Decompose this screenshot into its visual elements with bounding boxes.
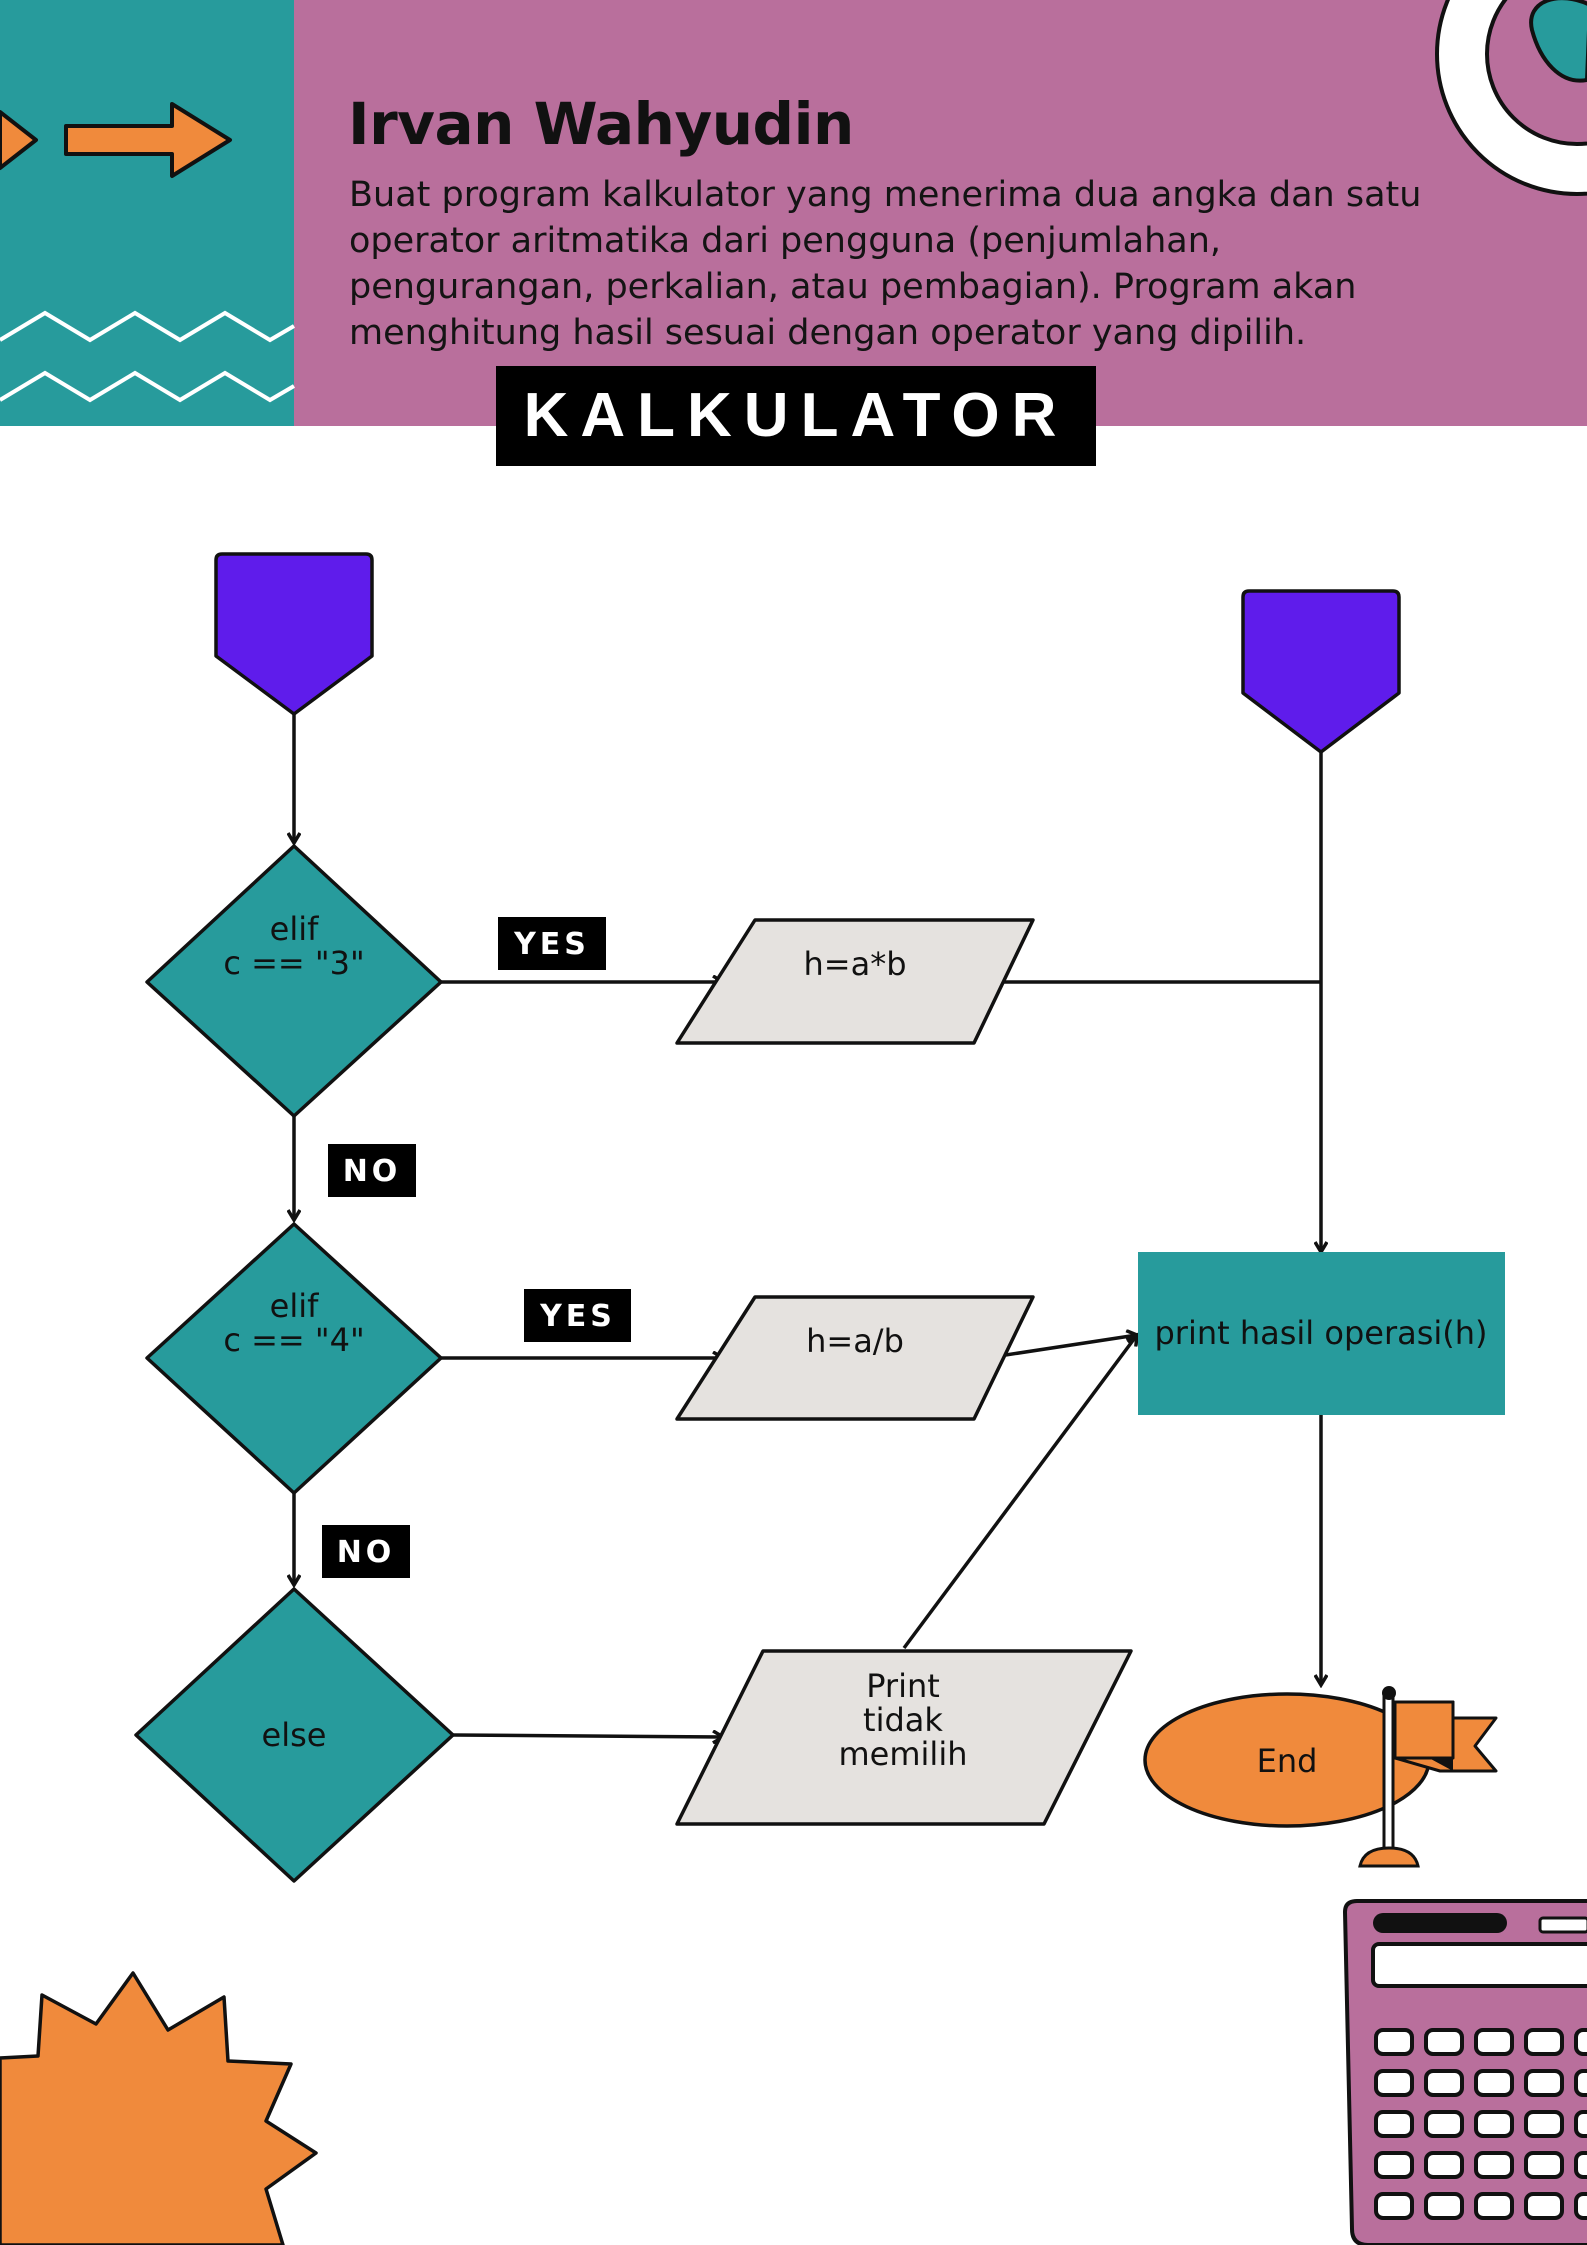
orange-arrow-icon <box>64 102 232 178</box>
process-else-label-line2: tidak <box>863 1701 943 1739</box>
page-title: KALKULATOR <box>496 366 1096 466</box>
label-no-div: NO <box>337 1535 396 1570</box>
label-yes-div-bg <box>524 1289 631 1342</box>
decision-else-label: else <box>262 1716 327 1754</box>
calculator-key <box>1524 2151 1564 2179</box>
process-mul-label: h=a*b <box>803 945 906 983</box>
calculator-key <box>1474 2028 1514 2056</box>
decision-div-label-line1: elif <box>270 1287 319 1325</box>
edge-process-div-to-output <box>985 1335 1137 1360</box>
author-name: Irvan Wahyudin <box>348 90 854 158</box>
calculator-key <box>1374 2028 1414 2056</box>
process-else-label-line3: memilih <box>839 1735 968 1773</box>
calculator-key <box>1424 2069 1464 2097</box>
calculator-key <box>1374 2151 1414 2179</box>
calculator-icon <box>1342 1899 1587 2245</box>
decision-else-shape <box>134 1587 455 1883</box>
calculator-key <box>1424 2151 1464 2179</box>
output-box-label: print hasil operasi(h) <box>1154 1314 1487 1352</box>
output-box-shape <box>1138 1252 1505 1415</box>
calculator-key <box>1424 2028 1464 2056</box>
calculator-key <box>1424 2192 1464 2220</box>
process-else-label-line1: Print <box>866 1667 940 1705</box>
flag-icon <box>1358 1686 1498 1868</box>
zigzag-line-upper <box>0 310 296 343</box>
decision-mul-shape <box>145 844 443 1118</box>
process-div-shape <box>675 1295 1035 1421</box>
header-pink-panel <box>294 0 1587 426</box>
calculator-key <box>1574 2192 1587 2220</box>
decision-mul-label-line2: c == "3" <box>223 944 364 982</box>
label-no-mul-bg <box>328 1144 416 1197</box>
orange-starburst-decoration <box>0 1971 318 2245</box>
calculator-key <box>1524 2110 1564 2138</box>
calculator-key <box>1374 2192 1414 2220</box>
calculator-key <box>1424 2110 1464 2138</box>
calculator-key <box>1474 2069 1514 2097</box>
calculator-key <box>1374 2110 1414 2138</box>
zigzag-line-lower <box>0 370 296 403</box>
calculator-key <box>1524 2028 1564 2056</box>
end-terminal-label: End <box>1257 1742 1318 1780</box>
calculator-keys <box>1374 2028 1587 2220</box>
calculator-key <box>1474 2151 1514 2179</box>
orange-arrow-partial-icon <box>0 110 38 170</box>
calculator-key <box>1374 2069 1414 2097</box>
label-yes-mul: YES <box>513 927 590 962</box>
header-teal-panel <box>0 0 294 426</box>
calculator-key <box>1474 2110 1514 2138</box>
process-div-label: h=a/b <box>806 1322 904 1360</box>
edge-process-else-to-output <box>902 1335 1137 1650</box>
label-yes-mul-bg <box>498 917 606 970</box>
calculator-key <box>1474 2192 1514 2220</box>
connector-right-shape <box>1241 589 1401 754</box>
decision-div-label-line2: c == "4" <box>223 1321 364 1359</box>
calculator-key <box>1574 2028 1587 2056</box>
calculator-key <box>1524 2069 1564 2097</box>
label-yes-div: YES <box>539 1299 616 1334</box>
header-decorations <box>0 0 1587 403</box>
assignment-description: Buat program kalkulator yang menerima du… <box>349 175 1422 353</box>
process-else-shape <box>675 1649 1133 1826</box>
teal-leaf-icon <box>1529 0 1587 83</box>
decision-div-shape <box>145 1222 443 1495</box>
label-no-div-bg <box>322 1525 410 1578</box>
calculator-key <box>1574 2069 1587 2097</box>
calculator-key <box>1524 2192 1564 2220</box>
calculator-key <box>1574 2151 1587 2179</box>
connector-left-shape <box>214 552 374 716</box>
process-mul-shape <box>675 918 1035 1045</box>
calculator-key <box>1574 2110 1587 2138</box>
decision-mul-label-line1: elif <box>270 910 319 948</box>
label-no-mul: NO <box>343 1154 402 1189</box>
edge-decision-else-to-process-else <box>452 1735 723 1737</box>
